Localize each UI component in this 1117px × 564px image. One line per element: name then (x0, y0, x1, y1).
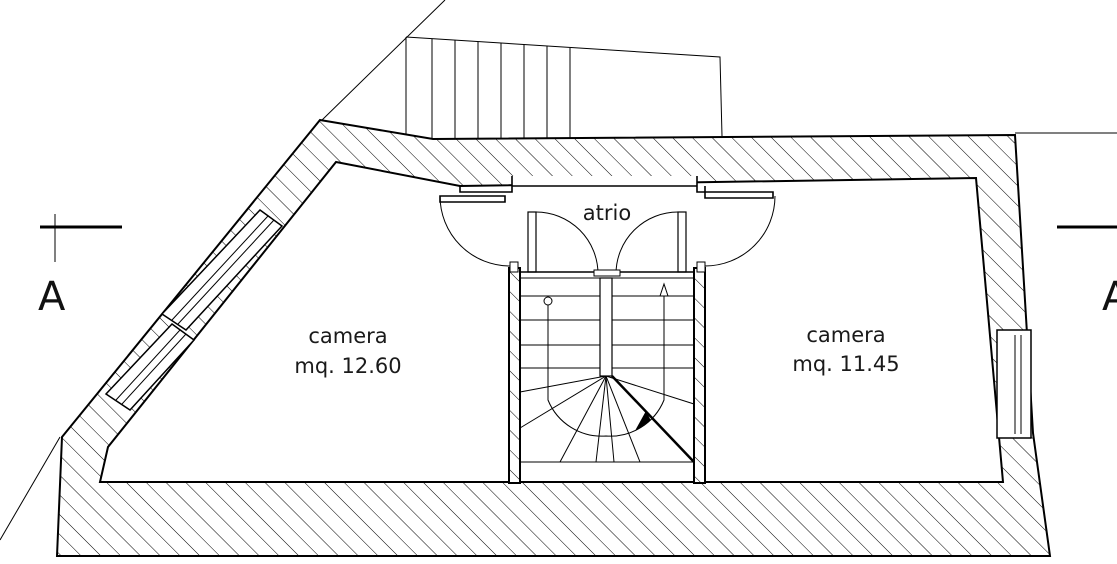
partition-right (693, 267, 706, 484)
room-name-right: camera (806, 323, 885, 347)
interior-stair (519, 277, 695, 483)
right-window (996, 329, 1032, 439)
room-area-right: mq. 11.45 (792, 352, 899, 376)
partition-left (508, 267, 521, 484)
section-mark-left: A (38, 214, 122, 320)
section-letter-left: A (38, 274, 66, 320)
room-name-left: camera (308, 324, 387, 348)
door-left-room[interactable] (439, 195, 519, 273)
room-label-atrio: atrio (583, 201, 631, 225)
section-letter-right: A (1102, 274, 1117, 320)
section-mark-right: A (1057, 225, 1117, 320)
left-windows (104, 209, 284, 411)
stair-landing (520, 269, 694, 277)
room-area-left: mq. 12.60 (294, 354, 401, 378)
door-right-room[interactable] (696, 195, 776, 273)
exterior-stair (405, 36, 723, 138)
